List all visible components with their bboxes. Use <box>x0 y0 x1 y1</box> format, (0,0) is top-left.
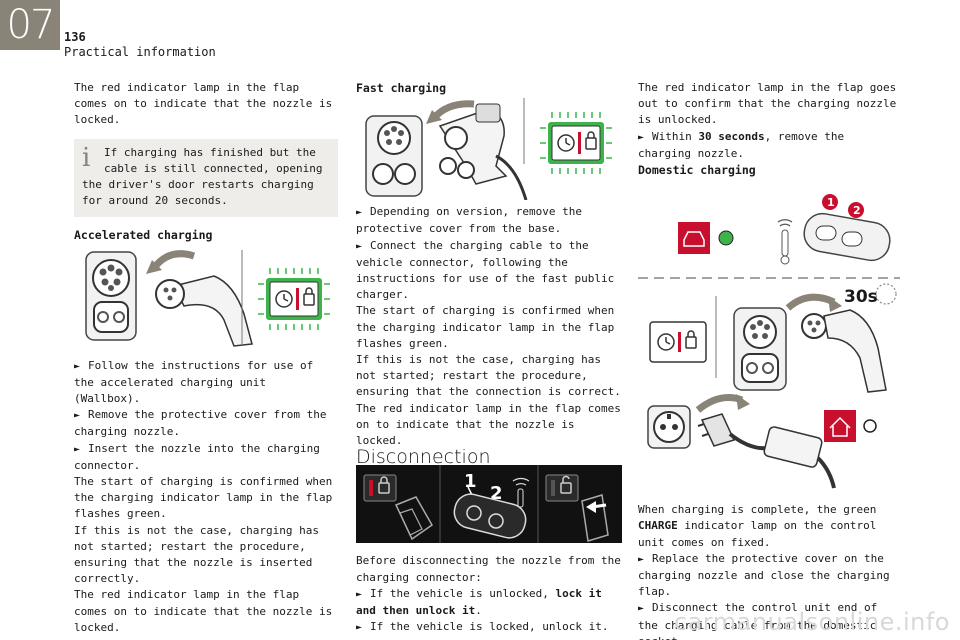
fob-label-1: 1 <box>827 196 835 209</box>
ccs-socket-icon <box>365 115 423 197</box>
charge-label: CHARGE <box>638 519 678 533</box>
flap-indicator-icon <box>649 321 707 363</box>
charge-complete-text: When charging is complete, the green CHA… <box>638 502 900 551</box>
fob-label-1: 1 <box>464 471 477 492</box>
accelerated-charging-heading: Accelerated charging <box>74 228 213 243</box>
step-text-end: , remove the charging nozzle. <box>638 129 845 160</box>
fast-charging-heading: Fast charging <box>356 81 447 95</box>
fast-step-2: Connect the charging cable to the vehicl… <box>356 238 622 304</box>
domestic-charging-figure: 1 2 <box>638 178 900 496</box>
step-text: If the vehicle is unlocked, <box>370 586 556 600</box>
note-text: If charging has finished but the cable i… <box>82 145 323 208</box>
vehicle-socket-icon <box>733 307 787 391</box>
column-3: The red indicator lamp in the flap goes … <box>638 80 900 640</box>
disconnect-step-1: If the vehicle is unlocked, lock it and … <box>356 586 622 619</box>
disconnection-heading: Disconnection <box>356 446 491 469</box>
domestic-charging-heading: Domestic charging <box>638 163 756 178</box>
flap-indicator-icon <box>540 112 612 175</box>
remove-arrow-icon <box>695 394 744 413</box>
fast-para-3: The red indicator lamp in the flap comes… <box>356 401 621 448</box>
fast-step-1: Depending on version, remove the protect… <box>356 204 622 237</box>
vehicle-lamp-icon <box>678 222 734 255</box>
accelerated-para-2: If this is not the case, charging has no… <box>74 523 320 586</box>
ccs-nozzle-icon <box>438 103 528 201</box>
fast-charging-figure <box>356 96 622 201</box>
accelerated-charging-figure <box>74 244 338 348</box>
column-2: Fast charging <box>356 80 622 636</box>
flap-red-lamp-icon <box>363 474 433 541</box>
text-part: When charging is complete, the green <box>638 503 877 517</box>
accelerated-step-1: Follow the instructions for use of the a… <box>74 358 338 408</box>
accelerated-para-1: The start of charging is confirmed when … <box>74 475 333 521</box>
domestic-plug-icon <box>697 413 836 489</box>
watermark: carmanualsonline.info <box>673 608 950 636</box>
insert-arrow-icon <box>151 249 196 270</box>
flap-unlocked-icon <box>545 474 609 543</box>
info-note: i If charging has finished but the cable… <box>74 138 338 218</box>
section-title: Practical information <box>64 45 216 59</box>
fast-para-1: The start of charging is confirmed when … <box>356 304 615 350</box>
accelerated-step-2: Remove the protective cover from the cha… <box>74 407 338 440</box>
step-emphasis: lock it and then unlock it <box>356 586 602 618</box>
chapter-number: 07 <box>0 0 60 50</box>
home-lamp-icon <box>824 410 877 443</box>
disconnect-step-2: If the vehicle is locked, unlock it. <box>356 619 622 636</box>
accelerated-para-3: The red indicator lamp in the flap comes… <box>74 588 333 634</box>
domestic-step-2: Disconnect the control unit end of the c… <box>638 600 900 640</box>
intro-text: The red indicator lamp in the flap comes… <box>74 81 333 127</box>
step-emphasis: 30 seconds <box>698 129 765 143</box>
domestic-step-1: Replace the protective cover on the char… <box>638 551 900 601</box>
domestic-socket-icon <box>647 405 691 449</box>
timer-label: 30s <box>844 287 878 307</box>
charging-nozzle-icon <box>155 274 253 347</box>
disconnection-figure: 1 2 <box>356 465 622 544</box>
accelerated-step-3: Insert the nozzle into the charging conn… <box>74 441 338 474</box>
step-text-end: . <box>475 604 482 618</box>
fob-label-2: 2 <box>853 204 861 217</box>
remove-arrow-icon <box>785 293 836 311</box>
key-fob-icon: 1 2 <box>453 471 530 540</box>
page-number: 136 <box>64 30 86 44</box>
flap-indicator-icon <box>258 267 330 330</box>
info-icon: i <box>82 142 91 173</box>
key-fob-icon: 1 2 <box>777 194 891 265</box>
unlock-confirm-text: The red indicator lamp in the flap goes … <box>638 81 897 127</box>
timer-30s-icon: 30s <box>844 283 897 307</box>
remove-nozzle-step: Within 30 seconds, remove the charging n… <box>638 129 900 162</box>
disconnect-before-text: Before disconnecting the nozzle from the… <box>356 554 621 584</box>
charging-nozzle-icon <box>801 309 887 394</box>
column-1: The red indicator lamp in the flap comes… <box>74 80 338 636</box>
step-text: Within <box>652 129 699 143</box>
text-part-end: indicator lamp on the control unit comes… <box>638 519 877 549</box>
fast-para-2: If this is not the case, charging has no… <box>356 353 621 399</box>
vehicle-socket-icon <box>85 250 137 341</box>
